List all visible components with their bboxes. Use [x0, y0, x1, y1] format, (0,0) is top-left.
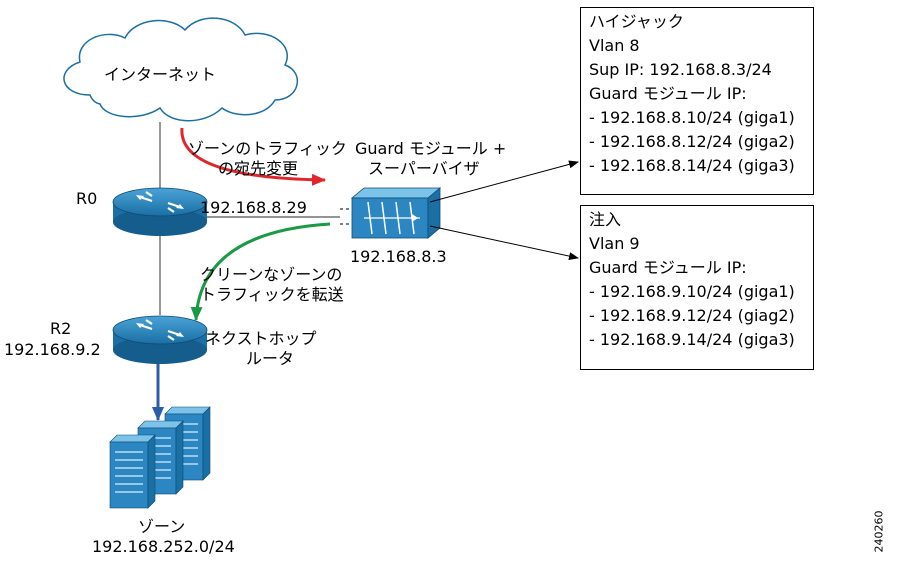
zone-name: ゾーン: [138, 517, 186, 536]
inject-box-guard-label: Guard モジュール IP:: [589, 258, 747, 277]
hijack-box-ip-1: - 192.168.8.10/24 (giga1): [589, 108, 795, 127]
arrow-to-hijack-box: [429, 160, 579, 203]
nexthop-line2: ルータ: [246, 349, 295, 368]
hijack-box-vlan: Vlan 8: [589, 36, 640, 55]
nexthop-line1: ネクストホップ: [205, 329, 317, 348]
arrow-to-inject-box: [429, 225, 579, 261]
inject-info-box: 注入 Vlan 9 Guard モジュール IP: - 192.168.9.10…: [580, 205, 814, 370]
device-ip: 192.168.8.3: [350, 247, 447, 266]
inject-box-ip-2: - 192.168.9.12/24 (giag2): [589, 306, 795, 325]
hijack-arrow: [180, 127, 326, 186]
hijack-info-box: ハイジャック Vlan 8 Sup IP: 192.168.8.3/24 Gua…: [580, 7, 814, 195]
hijack-box-ip-3: - 192.168.8.14/24 (giga3): [589, 156, 795, 175]
device-title-line1: Guard モジュール +: [355, 139, 507, 158]
router-r2-icon: [112, 315, 208, 364]
hijack-note-line2: の宛先変更: [218, 159, 299, 178]
hijack-note-line1: ゾーンのトラフィック: [188, 139, 347, 158]
forward-note-line1: クリーンなゾーンの: [200, 265, 343, 284]
device-title-line2: スーパーバイザ: [368, 159, 480, 178]
inject-box-ip-1: - 192.168.9.10/24 (giga1): [589, 282, 795, 301]
hijack-box-sup-ip: Sup IP: 192.168.8.3/24: [589, 60, 772, 79]
inject-box-vlan: Vlan 9: [589, 234, 640, 253]
r0-ip: 192.168.8.29: [200, 198, 307, 217]
router-r0-icon: [112, 187, 208, 236]
inject-box-title: 注入: [589, 210, 622, 229]
hijack-box-guard-label: Guard モジュール IP:: [589, 84, 747, 103]
zone-subnet: 192.168.252.0/24: [92, 537, 235, 556]
guard-module-icon: [350, 187, 442, 239]
r2-name: R2: [50, 319, 72, 338]
hijack-box-ip-2: - 192.168.8.12/24 (giga2): [589, 132, 795, 151]
server-zone-icon: [109, 406, 211, 509]
forward-arrow: [190, 222, 331, 321]
cloud-label: インターネット: [104, 65, 217, 84]
forward-note-line2: トラフィックを転送: [200, 285, 344, 304]
internet-cloud: [63, 17, 299, 122]
inject-box-ip-3: - 192.168.9.14/24 (giga3): [589, 330, 795, 349]
figure-id: 240260: [872, 510, 886, 553]
r2-ip: 192.168.9.2: [4, 340, 101, 359]
hijack-box-title: ハイジャック: [589, 12, 684, 31]
r0-name: R0: [76, 189, 98, 208]
